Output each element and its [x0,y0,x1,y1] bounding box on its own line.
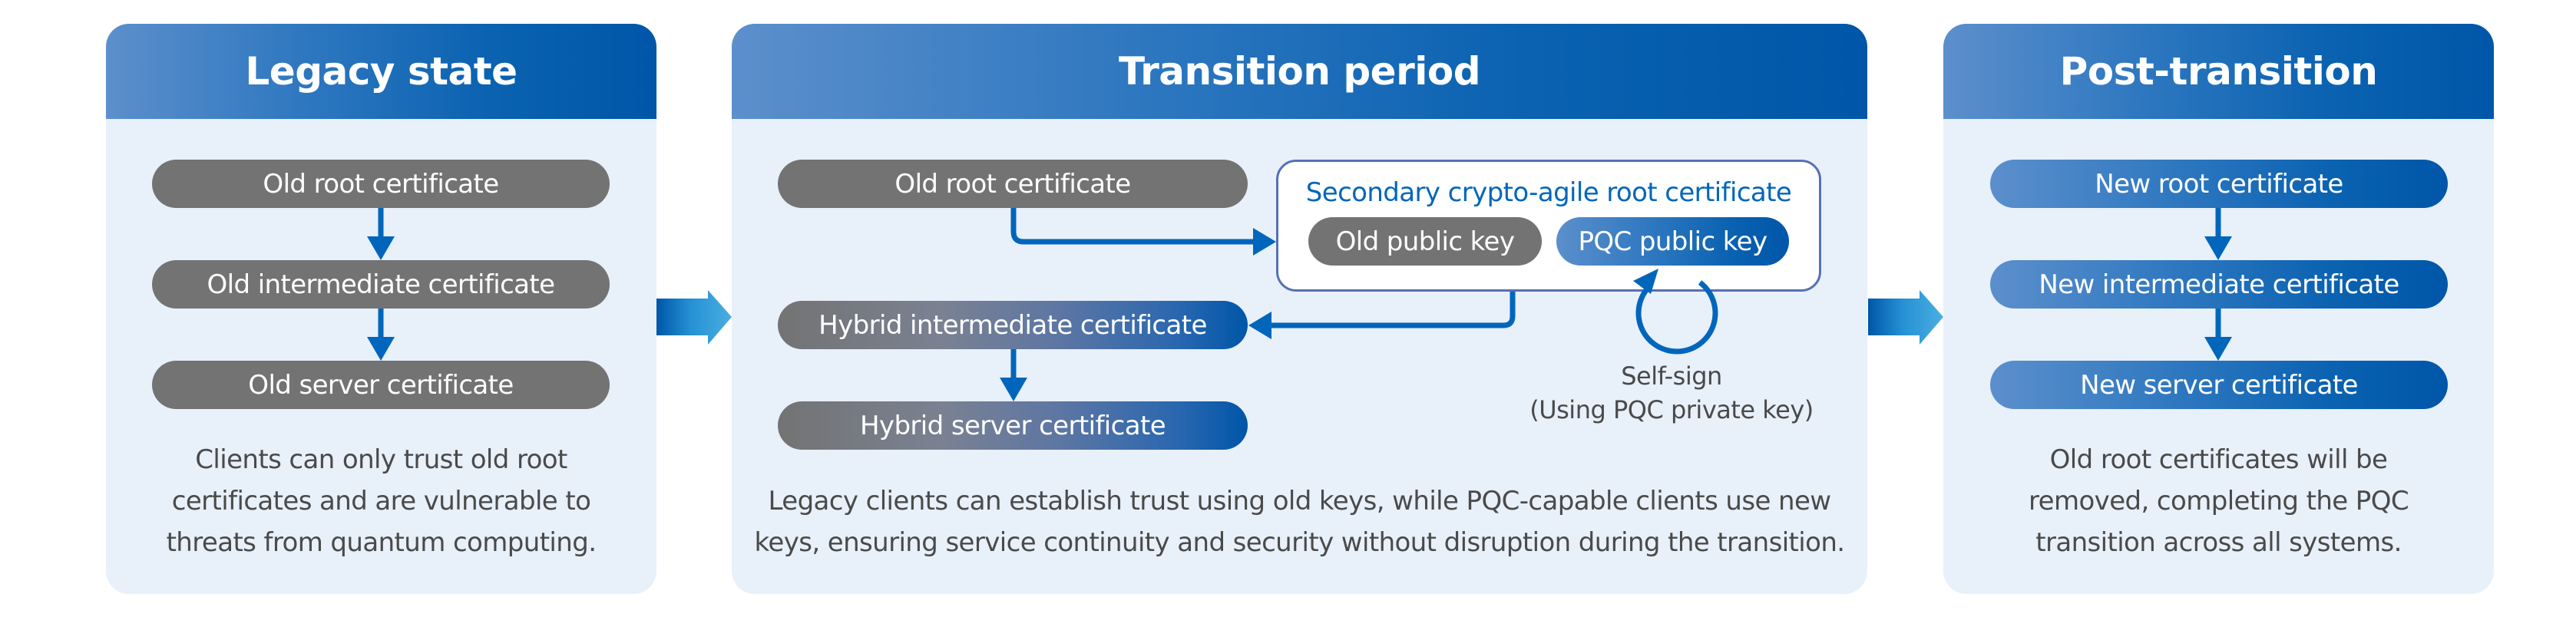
hybrid-server-certificate: Hybrid server certificate [778,401,1248,450]
legacy-old-intermediate-certificate: Old intermediate certificate [152,260,610,309]
post-description-line: Old root certificates will be [2049,444,2388,475]
post-description-line: transition across all systems. [2035,527,2402,558]
post-description-line: removed, completing the PQC [2029,486,2409,516]
transition-description-line: keys, ensuring service continuity and se… [754,527,1846,558]
legacy-old-server-certificate: Old server certificate [152,361,610,409]
legacy-old-root-certificate: Old root certificate [152,160,610,208]
new-root-certificate: New root certificate [1990,160,2448,208]
transition-old-root-certificate: Old root certificate [778,160,1248,208]
post-transition-description: Old root certificates will be removed, c… [1943,439,2494,563]
pqc-public-key: PQC public key [1556,217,1789,266]
self-sign-line: Self-sign [1621,361,1722,391]
panel-legacy-state: Legacy state [106,24,656,594]
legacy-description-line: threats from quantum computing. [166,527,597,558]
self-sign-detail: (Using PQC private key) [1529,395,1814,424]
stage-arrow-icon [1868,290,1943,345]
old-public-key: Old public key [1308,217,1542,266]
legacy-description: Clients can only trust old root certific… [106,439,656,563]
new-server-certificate: New server certificate [1990,361,2448,409]
hybrid-intermediate-certificate: Hybrid intermediate certificate [778,301,1248,349]
panel-title-transition-period: Transition period [732,24,1867,119]
new-intermediate-certificate: New intermediate certificate [1990,260,2448,309]
self-sign-label: Self-sign (Using PQC private key) [1518,359,1825,427]
transition-description: Legacy clients can establish trust using… [732,480,1867,563]
stage-arrow-icon [656,290,732,345]
legacy-description-line: Clients can only trust old root [195,444,567,475]
panel-title-legacy-state: Legacy state [106,24,656,119]
secondary-root-title: Secondary crypto-agile root certificate [1305,177,1792,208]
legacy-description-line: certificates and are vulnerable to [171,486,591,516]
transition-description-line: Legacy clients can establish trust using… [768,486,1832,516]
panel-title-post-transition: Post-transition [1943,24,2494,119]
